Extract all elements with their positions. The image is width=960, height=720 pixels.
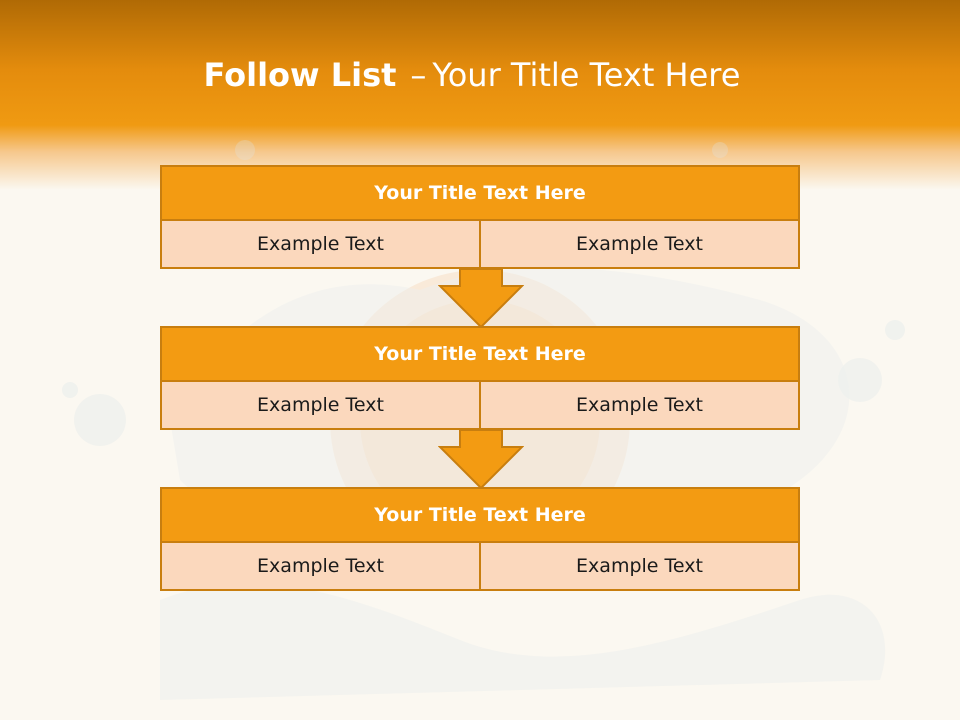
block-title-1[interactable]: Your Title Text Here	[160, 165, 800, 221]
block-title-3[interactable]: Your Title Text Here	[160, 487, 800, 543]
slide-title-bold: Follow List	[203, 56, 397, 94]
block-cell-2-left[interactable]: Example Text	[160, 382, 481, 430]
block-row-1: Example Text Example Text	[160, 221, 800, 269]
slide-title-rest: Your Title Text Here	[432, 56, 741, 94]
block-cell-1-right[interactable]: Example Text	[479, 221, 800, 269]
down-arrow-icon	[438, 268, 524, 328]
block-row-2: Example Text Example Text	[160, 382, 800, 430]
header-band	[0, 0, 960, 190]
list-block-1: Your Title Text Here Example Text Exampl…	[160, 165, 800, 269]
block-title-2[interactable]: Your Title Text Here	[160, 326, 800, 382]
block-cell-1-left[interactable]: Example Text	[160, 221, 481, 269]
list-block-2: Your Title Text Here Example Text Exampl…	[160, 326, 800, 430]
block-cell-2-right[interactable]: Example Text	[479, 382, 800, 430]
block-cell-3-right[interactable]: Example Text	[479, 543, 800, 591]
down-arrow-icon	[438, 429, 524, 489]
block-cell-3-left[interactable]: Example Text	[160, 543, 481, 591]
list-block-3: Your Title Text Here Example Text Exampl…	[160, 487, 800, 591]
slide-title-separator: –	[410, 56, 427, 94]
block-row-3: Example Text Example Text	[160, 543, 800, 591]
slide-title: Follow List–Your Title Text Here	[0, 52, 944, 98]
